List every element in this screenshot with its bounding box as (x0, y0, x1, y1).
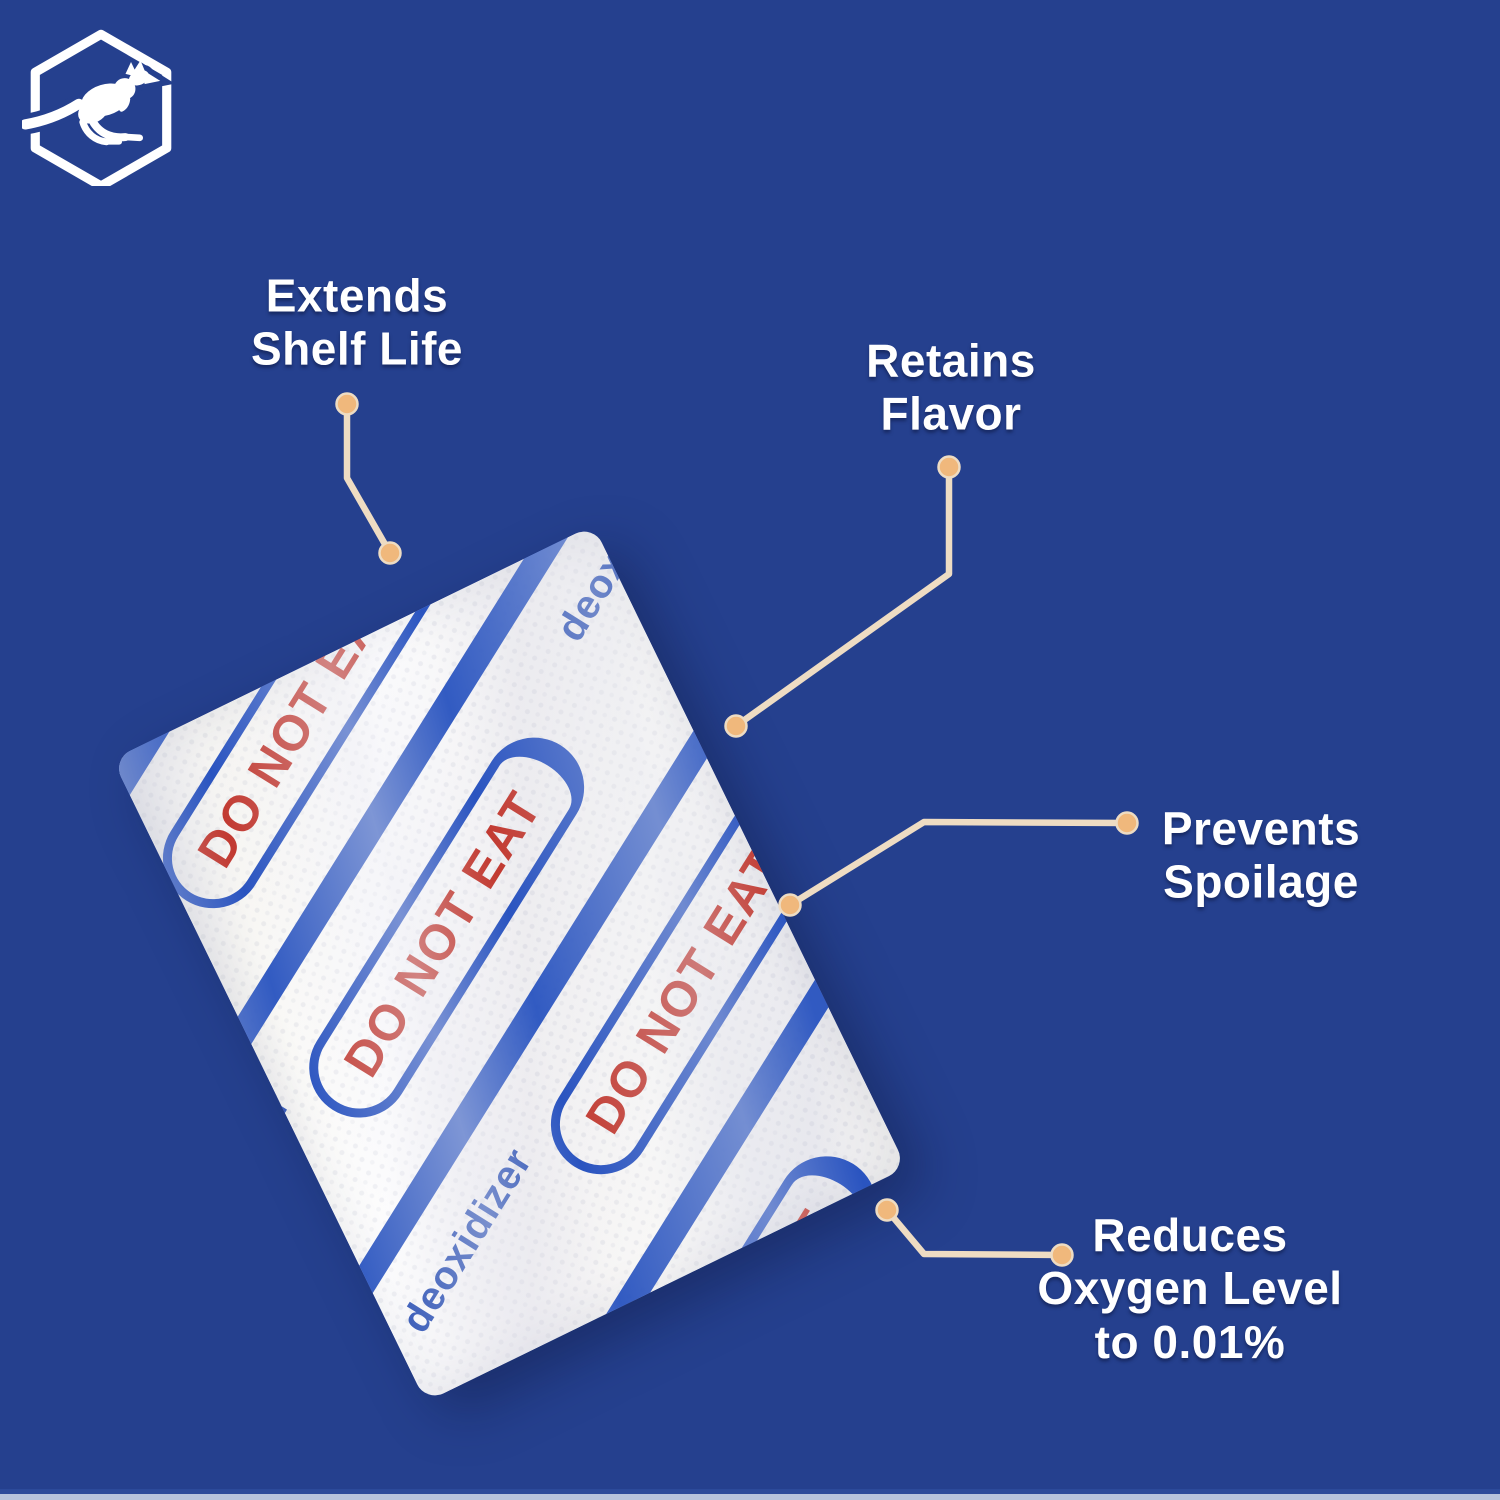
packet-warning-capsule: DO NOT EAT (112, 1353, 206, 1403)
kangaroo-silhouette (22, 60, 161, 146)
callout-line: to 0.01% (1094, 1315, 1286, 1368)
callout-line: Retains (866, 334, 1036, 387)
packet-print-pattern: deoxidizer DO NOT EAT deoxidizer DO NOT … (112, 524, 907, 1403)
hexagon-outline (30, 29, 172, 186)
packet-brand-text: deoxidizer (150, 1083, 298, 1284)
packet-brand-text: deoxidizer (839, 867, 907, 1068)
packet-brand-text: deoxidizer (112, 525, 180, 586)
packet-brand-text: deoxidizer (392, 1140, 540, 1340)
callout-line: Shelf Life (250, 323, 464, 375)
packet-brand-text: deoxidizer (547, 524, 695, 649)
oxygen-absorber-packet: deoxidizer DO NOT EAT deoxidizer DO NOT … (112, 524, 907, 1403)
callout-line: Extends (265, 269, 449, 322)
callout-line: Spoilage (1163, 856, 1359, 908)
packet-brand-text: deoxidizer (788, 524, 907, 706)
leader-extends (335, 392, 402, 565)
bottom-accent-line (0, 1489, 1500, 1494)
callout-line: Flavor (880, 388, 1022, 440)
leader-retains (724, 455, 961, 738)
callout-line: Reduces (1092, 1208, 1288, 1261)
packet-brand-text: deoxidizer (112, 874, 152, 1074)
callout-retains-flavor: Retains Flavor (866, 335, 1036, 442)
bottom-light-strip (0, 1494, 1500, 1500)
callout-line: Prevents (1161, 802, 1361, 855)
kangaroo-hexagon-logo-icon (22, 29, 175, 186)
callout-reduces-oxygen: Reduces Oxygen Level to 0.01% (1037, 1209, 1342, 1369)
callout-prevents-spoilage: Prevents Spoilage (1162, 803, 1360, 910)
leader-prevents (778, 811, 1139, 917)
callout-extends-shelf-life: Extends Shelf Life (251, 270, 463, 377)
callout-line: Oxygen Level (1037, 1262, 1343, 1315)
